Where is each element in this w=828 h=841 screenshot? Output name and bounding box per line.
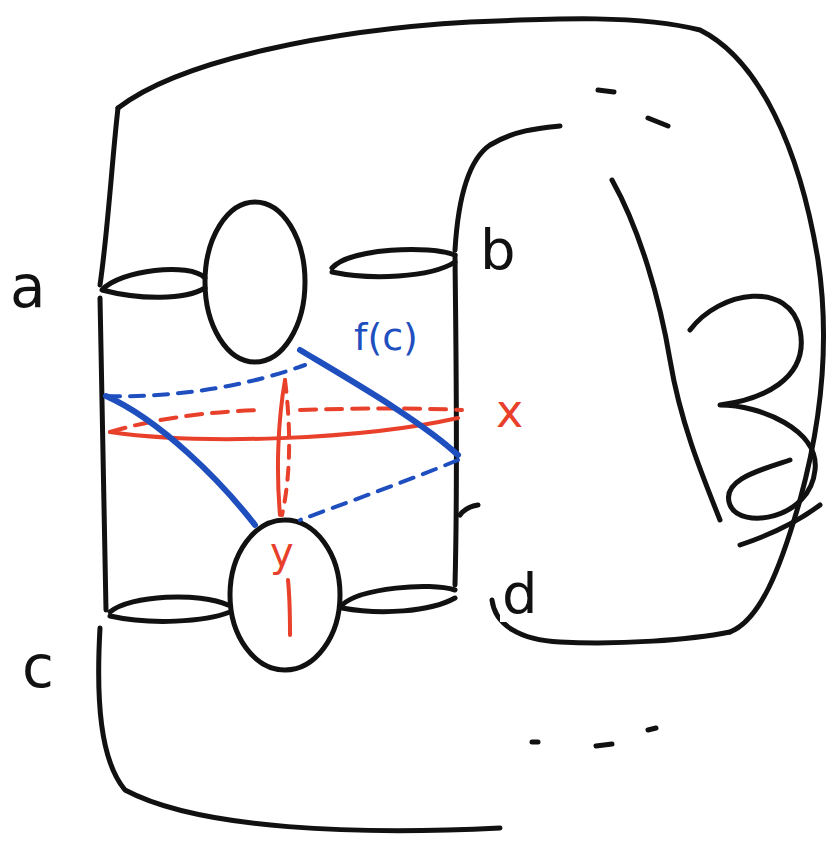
red-curve [282,380,289,515]
curve-label: a [8,258,48,316]
curve-label: b [478,222,518,278]
cross-section-circle [332,249,455,276]
blue-curve [300,350,458,455]
outer-outline [118,19,824,632]
blue-curve [106,365,305,396]
curve-label: y [268,532,296,572]
cross-section-circle [102,269,205,297]
handle-line [612,180,720,520]
cross-section-circle [110,597,230,621]
outer-outline [99,628,500,831]
curve-label: d [500,566,540,622]
tube-line [100,108,118,285]
hole-circle [205,202,305,362]
blue-curve [300,460,458,520]
tube-line [100,298,106,610]
tube-line [460,505,478,515]
curve-label: x [494,388,525,434]
curve-label: f(c) [352,318,420,356]
curve-label: c [20,638,56,696]
handle-line [690,296,815,518]
hole-circle [230,520,340,670]
red-curve [278,380,290,635]
dash-mark [598,90,668,126]
cross-section-circle [342,586,455,611]
dash-mark [532,728,656,746]
handle-line [740,505,820,545]
blue-curve [106,396,255,525]
